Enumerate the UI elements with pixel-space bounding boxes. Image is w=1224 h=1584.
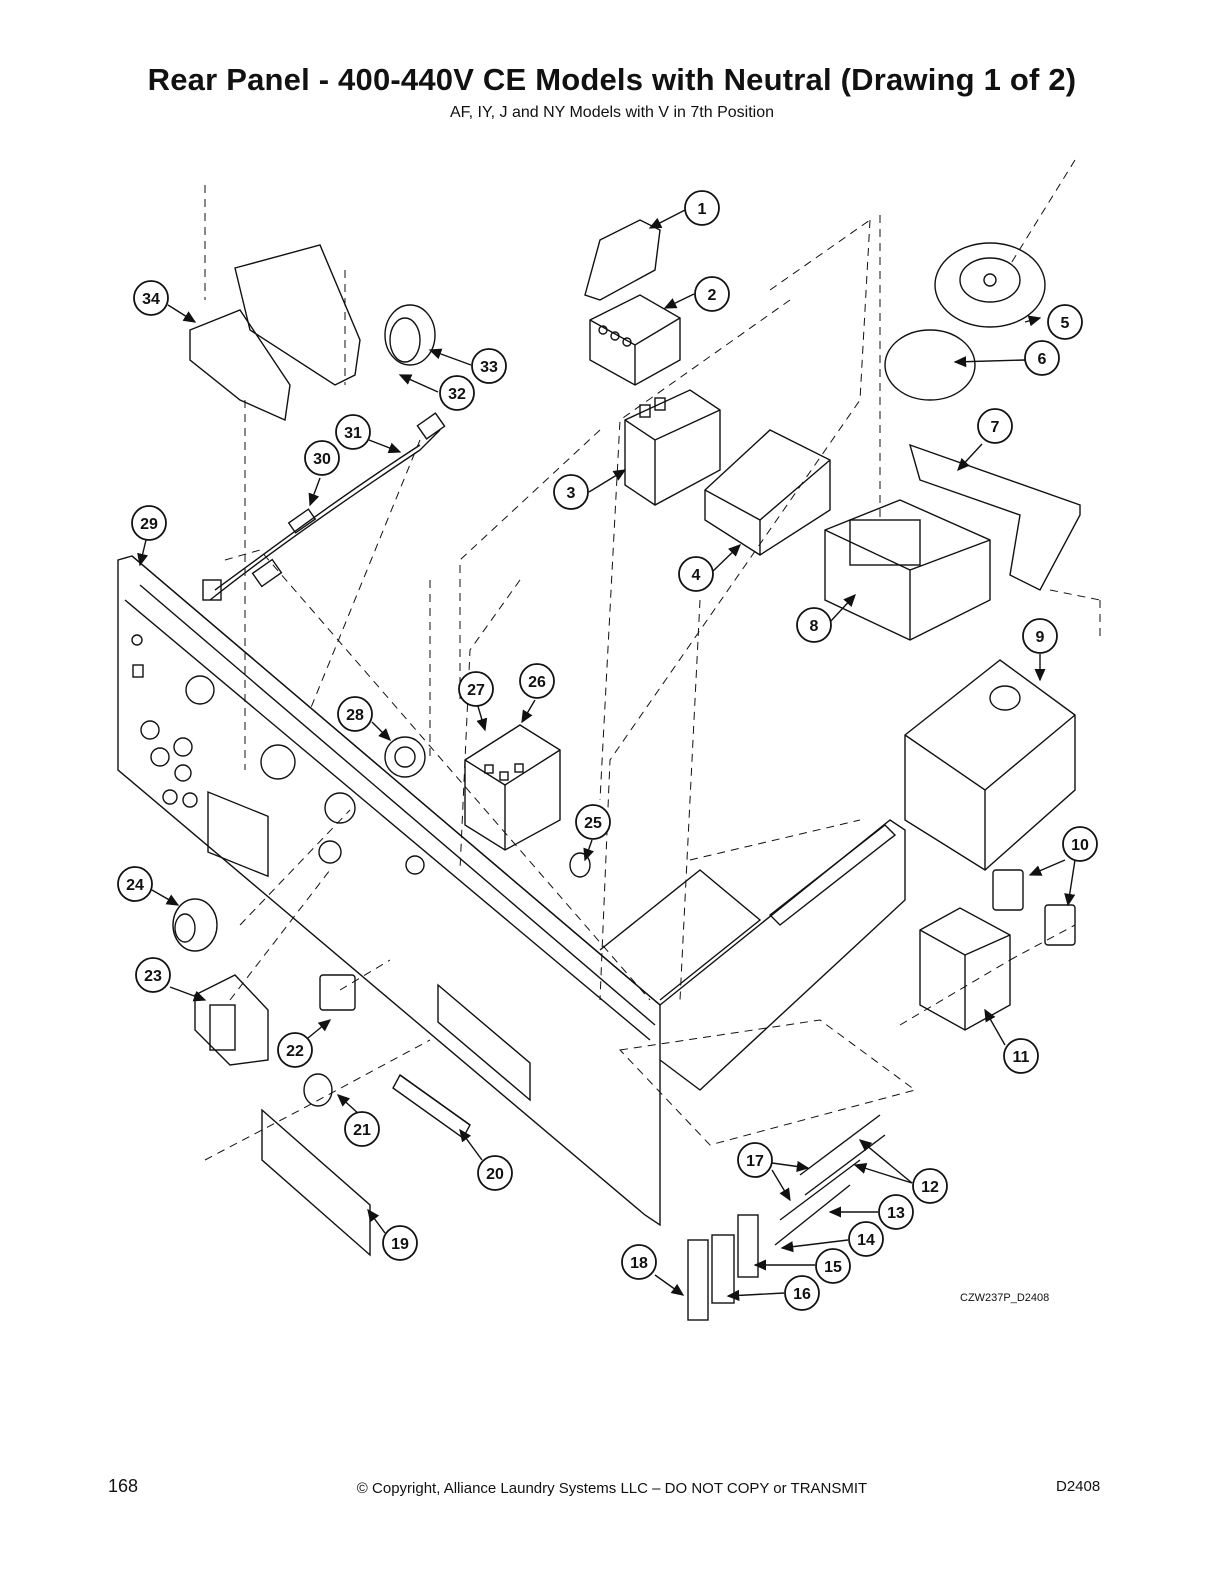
callout-9: 9 — [1022, 618, 1058, 654]
grommet — [569, 852, 591, 878]
callout-16: 16 — [784, 1275, 820, 1311]
callout-27: 27 — [458, 671, 494, 707]
callout-33: 33 — [471, 348, 507, 384]
callout-5-label: 5 — [1061, 315, 1070, 332]
callout-11-label: 11 — [1013, 1049, 1030, 1066]
callout-4-label: 4 — [692, 567, 701, 584]
callout-25-label: 25 — [584, 815, 602, 832]
cover-plate — [261, 1108, 371, 1257]
callout-19-label: 19 — [391, 1236, 409, 1253]
callout-25: 25 — [575, 804, 611, 840]
callout-5: 5 — [1047, 304, 1083, 340]
callout-2: 2 — [694, 276, 730, 312]
callout-14: 14 — [848, 1221, 884, 1257]
callout-22: 22 — [277, 1032, 313, 1068]
drawing-id: CZW237P_D2408 — [960, 1292, 1050, 1304]
callout-32-label: 32 — [448, 386, 466, 403]
callout-27-label: 27 — [467, 682, 485, 699]
callout-24-label: 24 — [126, 877, 144, 894]
callout-29-label: 29 — [140, 516, 158, 533]
buzzer-gasket — [884, 329, 976, 401]
callout-24: 24 — [117, 866, 153, 902]
circuit-breaker — [919, 907, 1011, 1031]
callout-13-label: 13 — [887, 1205, 905, 1222]
callout-12: 12 — [912, 1168, 948, 1204]
callout-8: 8 — [796, 607, 832, 643]
large-transformer — [824, 499, 991, 641]
callout-30-label: 30 — [313, 451, 331, 468]
callout-bubbles: 1 2 3 4 5 6 7 8 9 10 11 12 13 14 15 16 1… — [117, 190, 1098, 1311]
callout-14-label: 14 — [857, 1232, 875, 1249]
callout-6-label: 6 — [1038, 351, 1047, 368]
callout-12-label: 12 — [921, 1179, 939, 1196]
disconnect-switch — [464, 724, 561, 851]
callout-28: 28 — [337, 696, 373, 732]
callout-32: 32 — [439, 375, 475, 411]
callout-21-label: 21 — [353, 1122, 371, 1139]
page-number: 168 — [108, 1476, 139, 1496]
page-subtitle: AF, IY, J and NY Models with V in 7th Po… — [449, 104, 775, 121]
callout-18: 18 — [621, 1244, 657, 1280]
document-code: D2408 — [1056, 1478, 1101, 1495]
callout-22-label: 22 — [286, 1043, 304, 1060]
terminal-clip-a — [992, 869, 1024, 911]
callout-23-label: 23 — [144, 968, 162, 985]
callout-9-label: 9 — [1036, 629, 1045, 646]
callout-16-label: 16 — [793, 1286, 811, 1303]
callout-17: 17 — [737, 1142, 773, 1178]
base-chassis — [599, 819, 906, 1091]
lock-nut — [384, 736, 426, 778]
relay-assembly — [584, 219, 681, 386]
page-title: Rear Panel - 400-440V CE Models with Neu… — [147, 62, 1077, 97]
callout-15: 15 — [815, 1248, 851, 1284]
callout-34-label: 34 — [142, 291, 160, 308]
cable-gland-small — [303, 1073, 333, 1107]
callout-21: 21 — [344, 1111, 380, 1147]
callout-7-label: 7 — [991, 419, 1000, 436]
callout-33-label: 33 — [480, 359, 498, 376]
callout-23: 23 — [135, 957, 171, 993]
callout-6: 6 — [1024, 340, 1060, 376]
callout-31-label: 31 — [344, 425, 362, 442]
wire-harness — [202, 412, 446, 601]
callout-26: 26 — [519, 663, 555, 699]
component-enclosure — [904, 659, 1076, 871]
callout-1: 1 — [684, 190, 720, 226]
callout-8-label: 8 — [810, 618, 819, 635]
callout-28-label: 28 — [346, 707, 364, 724]
rotary-handle — [194, 974, 269, 1066]
callout-19: 19 — [382, 1225, 418, 1261]
callout-11: 11 — [1003, 1038, 1039, 1074]
callout-13: 13 — [878, 1194, 914, 1230]
callout-18-label: 18 — [630, 1255, 648, 1272]
callout-2-label: 2 — [708, 287, 717, 304]
buzzer — [934, 242, 1046, 328]
copyright-notice: © Copyright, Alliance Laundry Systems LL… — [356, 1480, 868, 1497]
callout-34: 34 — [133, 280, 169, 316]
callout-20-label: 20 — [486, 1166, 504, 1183]
callout-10: 10 — [1062, 826, 1098, 862]
callout-29: 29 — [131, 505, 167, 541]
mounting-bracket — [908, 443, 1081, 591]
callout-31: 31 — [335, 414, 371, 450]
callout-15-label: 15 — [824, 1259, 842, 1276]
callout-3-label: 3 — [567, 485, 576, 502]
contactor — [624, 389, 721, 506]
callout-17-label: 17 — [746, 1153, 764, 1170]
terminal-block-bracket — [189, 244, 436, 422]
callout-3: 3 — [553, 474, 589, 510]
small-transformer — [704, 429, 831, 556]
rear-panel — [117, 555, 661, 1227]
callout-7: 7 — [977, 408, 1013, 444]
callout-26-label: 26 — [528, 674, 546, 691]
callout-30: 30 — [304, 440, 340, 476]
callout-4: 4 — [678, 556, 714, 592]
cable-gland-large — [172, 898, 218, 952]
callout-1-label: 1 — [698, 201, 707, 218]
rocker-switch — [319, 974, 356, 1011]
callout-10-label: 10 — [1071, 837, 1089, 854]
callout-20: 20 — [477, 1155, 513, 1191]
warning-label — [399, 1074, 471, 1126]
